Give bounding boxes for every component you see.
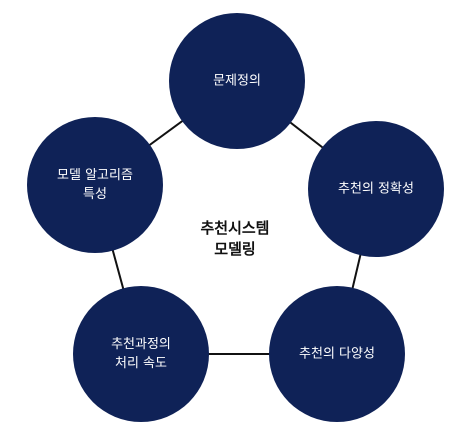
center-label-line-1: 추천시스템 bbox=[200, 219, 270, 237]
node-recommendation-accuracy: 추천의 정확성 bbox=[308, 121, 444, 257]
node-label: 문제정의 bbox=[213, 74, 261, 89]
center-label-line-2: 모델링 bbox=[214, 240, 256, 258]
center-label: 추천시스템 모델링 bbox=[175, 218, 295, 260]
node-circle bbox=[308, 121, 444, 257]
node-label: 처리 속도 bbox=[115, 356, 167, 371]
node-circle bbox=[73, 286, 209, 422]
node-label: 특성 bbox=[83, 187, 107, 202]
node-label: 모델 알고리즘 bbox=[57, 168, 133, 183]
node-circle bbox=[27, 117, 163, 253]
node-circle bbox=[269, 286, 405, 422]
node-label: 추천과정의 bbox=[111, 337, 171, 352]
node-recommendation-diversity: 추천의 다양성 bbox=[269, 286, 405, 422]
node-label: 추천의 다양성 bbox=[299, 347, 375, 362]
node-label: 추천의 정확성 bbox=[338, 182, 414, 197]
node-problem-definition: 문제정의 bbox=[169, 13, 305, 149]
node-circle bbox=[169, 13, 305, 149]
